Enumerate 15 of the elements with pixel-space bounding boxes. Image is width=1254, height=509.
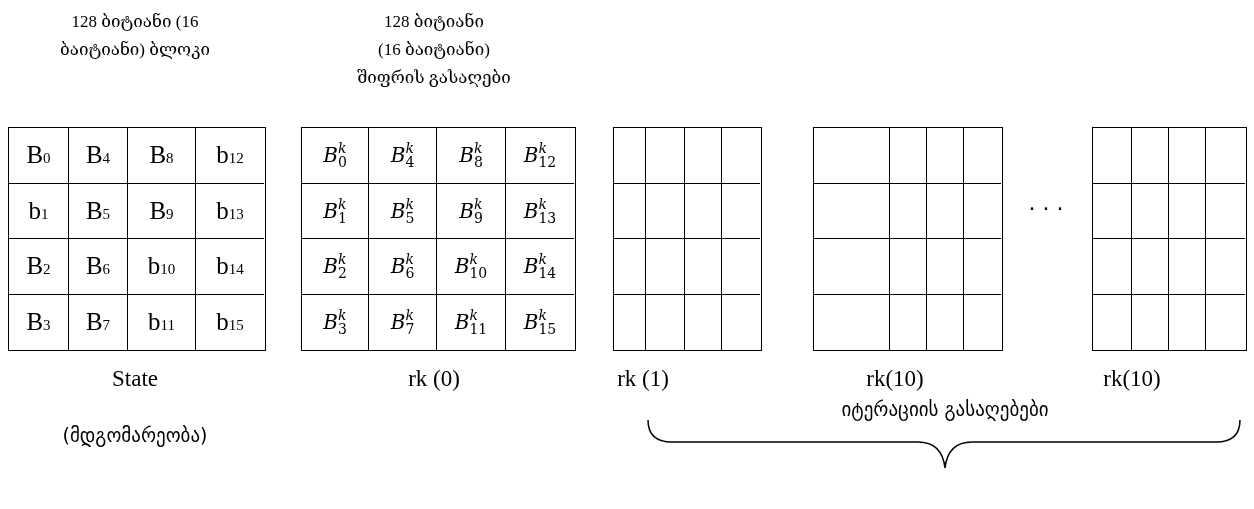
matrix-caption: State [112,366,158,392]
matrix-caption: rk(10) [1103,366,1161,392]
empty-matrix [613,127,762,351]
brace-label: იტერაციის გასაღებები [841,398,1049,420]
block-heading: 128 ბიტიანი (16 ბაიტიანი) ბლოკი [60,11,210,61]
matrix-caption: rk (1) [617,366,669,392]
block-heading: 128 ბიტიანი (16 ბაიტიანი) შიფრის გასაღები [356,11,512,89]
matrix-caption: rk(10) [866,366,924,392]
matrix-caption: rk (0) [408,366,460,392]
empty-matrix [813,127,1003,351]
byte-matrix [8,127,266,351]
ellipsis: · · · [1028,196,1064,221]
byte-matrix [301,127,576,351]
matrix-caption: (მდგომარეობა) [62,424,208,446]
empty-matrix [1092,127,1247,351]
